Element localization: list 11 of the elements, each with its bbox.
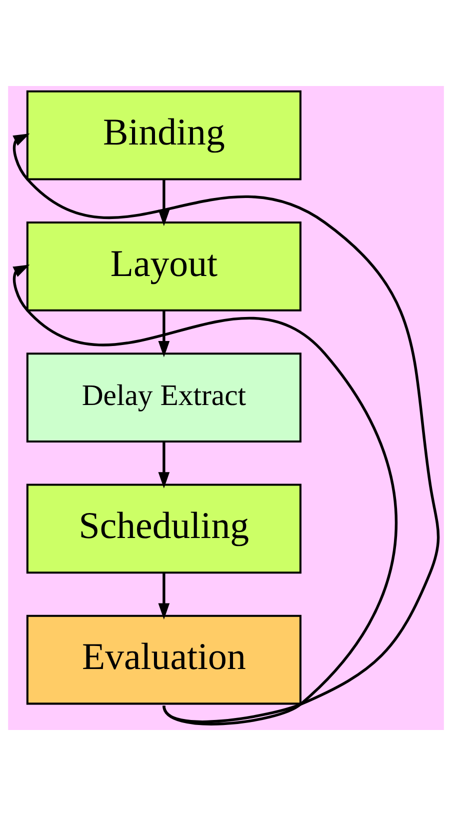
arrow — [12, 264, 398, 725]
node-box: Evaluation — [26, 614, 302, 704]
node-box: Scheduling — [26, 483, 302, 574]
arrow — [12, 133, 440, 722]
arrow — [158, 441, 170, 488]
arrow — [158, 178, 170, 226]
arrow — [158, 572, 170, 619]
node-box: Delay Extract — [26, 352, 302, 442]
node-box: Layout — [26, 221, 302, 311]
arrow — [158, 310, 170, 357]
node-box: Binding — [26, 90, 302, 180]
